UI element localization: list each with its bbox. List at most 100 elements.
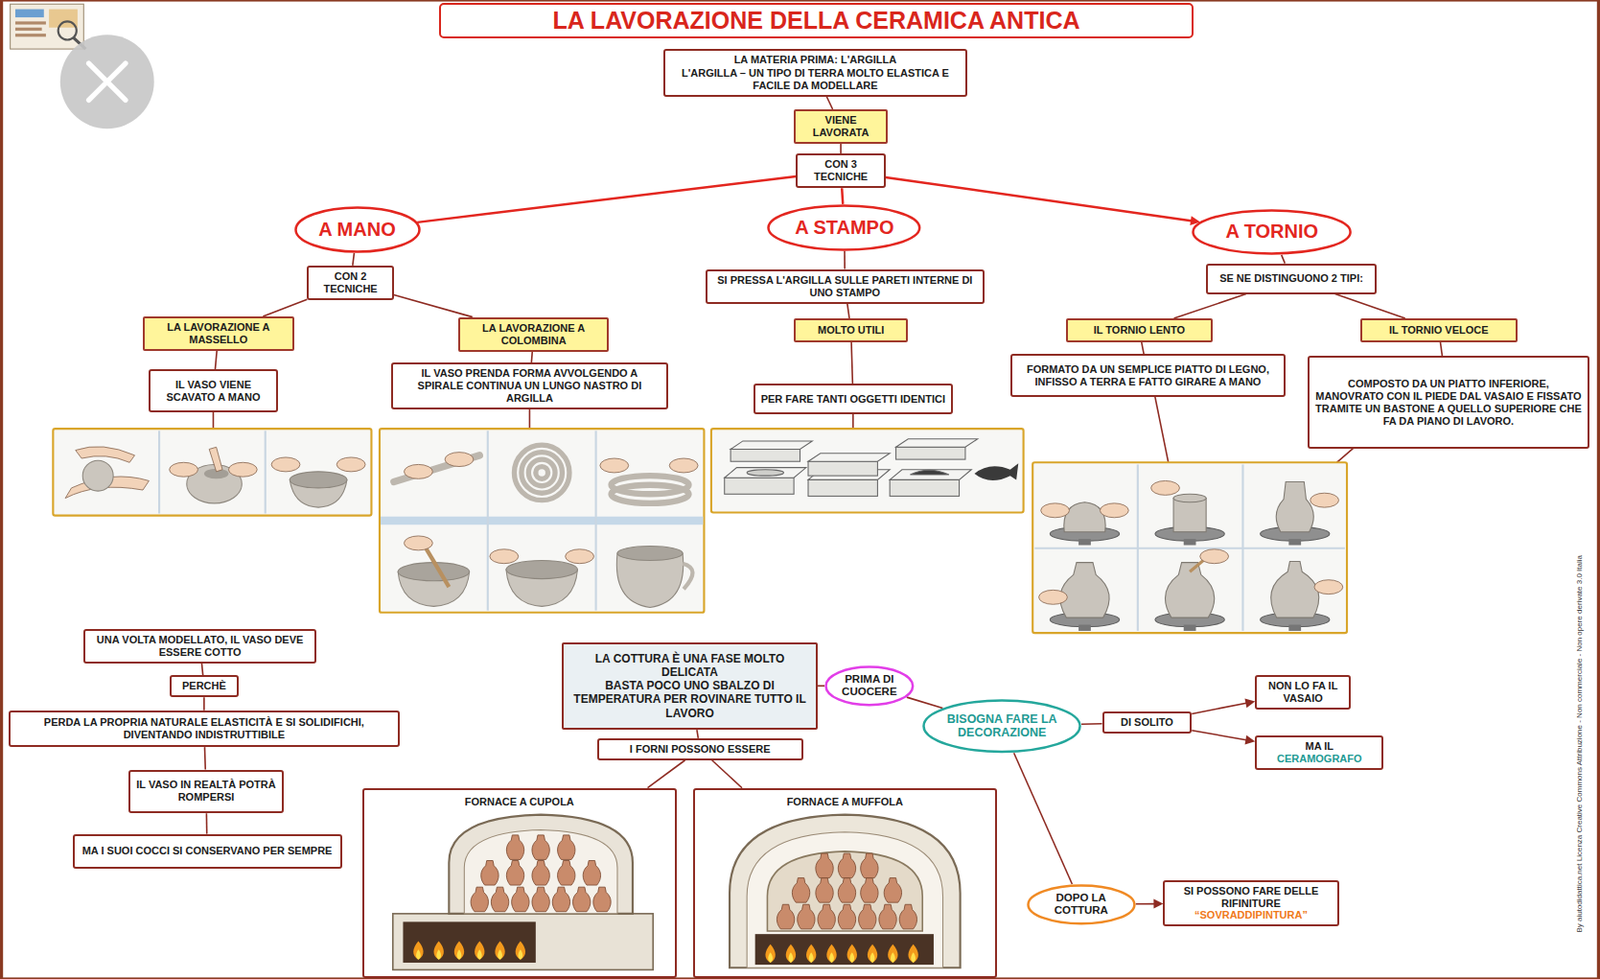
colombina-illustration-part — [513, 444, 569, 500]
massello-illustration-part — [75, 446, 136, 464]
connector — [885, 177, 1201, 226]
concept-box: CON 3 TECNICHE — [795, 153, 886, 188]
ellipse-shape — [1193, 210, 1351, 255]
connector — [817, 685, 825, 687]
cupola-kiln-illustration-part — [470, 886, 488, 912]
connector-line — [203, 696, 206, 711]
colombina-illustration-part — [669, 458, 698, 473]
connector — [1141, 342, 1144, 355]
connector — [1136, 899, 1164, 909]
cupola-kiln-illustration-part — [402, 921, 535, 963]
stampo-illustration-part-part — [808, 479, 878, 496]
concept-box: SI PRESSA L'ARGILLA SULLE PARETI INTERNE… — [705, 269, 986, 304]
connector-line — [712, 760, 743, 789]
connector — [1191, 697, 1255, 714]
concept-box: FORMATO DA UN SEMPLICE PIATTO DI LEGNO, … — [1010, 353, 1286, 397]
connector — [1014, 752, 1073, 884]
connector — [696, 729, 698, 739]
cupola-kiln-illustration-part — [490, 886, 509, 912]
concept-ellipse: DOPO LA COTTURA — [1026, 883, 1137, 926]
node-text: IL VASO VIENE SCAVATO A MANO — [156, 378, 270, 404]
close-button-part — [89, 63, 126, 100]
stampo-illustration-part-part — [746, 469, 784, 476]
cupola-kiln-illustration-part — [511, 886, 530, 912]
muffola-kiln-illustration-part — [776, 904, 794, 929]
connector — [262, 299, 307, 317]
node-text: IL VASO PRENDA FORMA AVVOLGENDO A SPIRAL… — [398, 367, 662, 405]
connector-line — [841, 187, 843, 205]
close-button-part — [60, 34, 155, 129]
connector-line — [1335, 294, 1406, 320]
connector — [206, 812, 208, 834]
cupola-kiln-illustration-part — [434, 941, 444, 960]
colombina-illustration-part — [486, 430, 489, 610]
connector-line — [214, 350, 217, 370]
node-text: BISOGNA FARE LA DECORAZIONE — [946, 712, 1058, 742]
massello-illustration-part — [228, 462, 257, 477]
title-text: LA LAVORAZIONE DELLA CERAMICA ANTICA — [553, 6, 1081, 35]
connector-line — [262, 299, 307, 317]
connector-line — [417, 176, 796, 223]
connector-line — [206, 812, 209, 834]
muffola-kiln-illustration-part — [817, 904, 835, 929]
cupola-kiln-illustration-part — [393, 913, 653, 971]
muffola-kiln-illustration-part — [815, 878, 834, 904]
node-text: DI SOLITO — [1110, 716, 1185, 729]
ellipse-shape — [826, 666, 914, 705]
massello-illustration-part — [289, 471, 348, 488]
concept-box: CON 2 TECNICHE — [306, 265, 394, 301]
node-text: PRIMA DI CUOCERE — [837, 672, 902, 699]
node-text: CON 2 TECNICHE — [314, 270, 386, 296]
connector-line — [1136, 903, 1157, 905]
connector-line — [352, 253, 355, 266]
stampo-illustration-part-part — [896, 439, 978, 448]
node-text: MOLTO UTILI — [801, 324, 901, 337]
connector — [906, 696, 944, 708]
muffola-kiln-illustration-part — [907, 944, 918, 963]
muffola-kiln-illustration-part — [858, 904, 877, 929]
close-button-part — [89, 63, 126, 100]
thumbnail-icon-part — [10, 3, 85, 49]
stampo-illustration-part-part — [724, 477, 794, 494]
node-text: FORMATO DA UN SEMPLICE PIATTO DI LEGNO, … — [1018, 363, 1278, 389]
connector-line — [201, 663, 203, 675]
muffola-kiln-illustration-part — [837, 878, 856, 904]
cupola-kiln-illustration-part — [506, 860, 524, 886]
note-box: LA COTTURA È UNA FASE MOLTO DELICATABAST… — [561, 642, 817, 731]
node-text: LA COTTURA È UNA FASE MOLTO DELICATA — [571, 651, 808, 679]
muffola-kiln-illustration-part — [797, 904, 815, 929]
ellipse-shape — [924, 700, 1081, 752]
connector — [844, 251, 846, 270]
connector-line — [394, 295, 473, 318]
arrow-head — [1153, 899, 1163, 909]
stampo-illustration-part-part — [808, 453, 890, 463]
stampo-illustration-part-part — [724, 467, 807, 479]
colombina-illustration-part — [565, 549, 595, 564]
kiln-panel: FORNACE A CUPOLA — [362, 788, 677, 978]
connector-line — [817, 684, 825, 687]
connector — [648, 760, 686, 789]
thumbnail-icon-part — [58, 21, 77, 40]
connector — [1191, 730, 1255, 745]
colombina-illustration-part — [611, 475, 690, 494]
concept-box: SI POSSONO FARE DELLE RIFINITURE“SOVRADD… — [1162, 880, 1339, 928]
concept-box: IL VASO PRENDA FORMA AVVOLGENDO A SPIRAL… — [391, 362, 670, 410]
concept-ellipse: A TORNIO — [1191, 208, 1352, 256]
colombina-illustration-part — [595, 430, 598, 610]
stampo-illustration-part-part — [808, 461, 878, 476]
connector — [1281, 255, 1286, 264]
colombina-illustration-part — [617, 546, 683, 561]
node-text: BASTA POCO UNO SBALZO DI TEMPERATURA PER… — [571, 678, 808, 719]
concept-box: UNA VOLTA MODELLATO, IL VASO DEVE ESSERE… — [83, 628, 317, 664]
cupola-kiln-illustration-part — [474, 941, 485, 960]
cupola-kiln-illustration-part — [573, 886, 591, 912]
tornio-illustration-part — [1099, 503, 1129, 518]
colombina-illustration-part-part — [521, 452, 563, 494]
muffola-kiln-illustration-part — [837, 904, 856, 929]
colombina-illustration-part-part — [513, 444, 569, 500]
muffola-kiln-illustration-part — [755, 933, 934, 965]
cupola-kiln-illustration-part — [413, 941, 423, 960]
node-text: “SOVRADDIPINTURA” — [1170, 908, 1331, 922]
node-text: LA LAVORAZIONE A MASSELLO — [150, 321, 287, 347]
